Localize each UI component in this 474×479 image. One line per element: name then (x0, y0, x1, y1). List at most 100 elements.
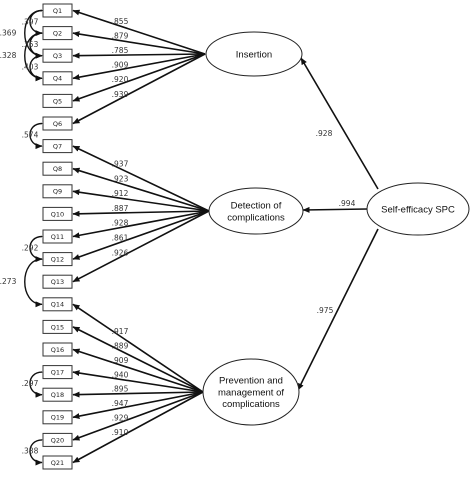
factor-detection-label-line-2: complications (227, 212, 285, 223)
loading-value-q6: .939 (112, 90, 129, 99)
loading-path-q20 (72, 391, 204, 441)
item-label-q1: Q1 (53, 7, 62, 15)
item-label-q9: Q9 (53, 188, 62, 196)
factor-prevention-label-line-1: Prevention and (219, 375, 283, 386)
item-box-q18 (42, 387, 73, 402)
item-box-q21 (42, 455, 73, 470)
loading-value-q9: .912 (112, 189, 129, 198)
covariance-layer (24, 7, 49, 466)
loading-path-q3 (72, 52, 206, 59)
item-label-q7: Q7 (53, 143, 62, 151)
item-box-q13 (42, 274, 73, 289)
covariance-value-q2-q4: .328 (0, 51, 17, 60)
item-label-q12: Q12 (51, 256, 64, 264)
covariance-value-q12-q14: .273 (0, 277, 17, 286)
loading-value-q19: .947 (112, 399, 129, 408)
covariance-value-q11-q12: .292 (22, 243, 39, 252)
loading-value-q20: .929 (112, 414, 129, 423)
loading-value-q10: .887 (112, 204, 129, 213)
item-label-q11: Q11 (51, 233, 64, 241)
loading-path-q12 (72, 210, 210, 260)
covariance-value-q1-q3: .369 (0, 29, 17, 38)
loading-value-q18: .895 (112, 385, 129, 394)
factor-detection-label-line-1: Detection of (231, 200, 282, 211)
loading-value-q7: .937 (112, 160, 129, 169)
item-box-q20 (42, 432, 73, 447)
item-box-q4 (42, 71, 73, 86)
second-order-path-detection (302, 206, 368, 213)
item-box-q17 (42, 365, 73, 380)
loading-value-q5: .920 (112, 75, 129, 84)
loading-path-q2 (72, 31, 206, 55)
covariance-q6-q7 (29, 120, 49, 150)
covariance-q12-q14 (24, 256, 49, 308)
item-box-q7 (42, 139, 73, 154)
loading-value-q4: .909 (112, 61, 129, 70)
item-label-q20: Q20 (51, 436, 64, 444)
loading-path-q1 (72, 9, 206, 55)
loading-value-q16: .909 (112, 356, 129, 365)
item-label-q4: Q4 (53, 75, 62, 83)
item-label-q16: Q16 (51, 346, 64, 354)
item-label-q15: Q15 (51, 323, 64, 331)
item-label-q6: Q6 (53, 120, 62, 128)
loading-path-q8 (72, 167, 210, 212)
item-layer: Q1Q2Q3Q4Q5Q6Q7Q8Q9Q10Q11Q12Q13Q14Q15Q16Q… (42, 3, 73, 470)
second-order-value-prevention: .975 (317, 306, 334, 315)
item-label-q17: Q17 (51, 369, 64, 377)
loading-path-q18 (72, 391, 204, 398)
loading-value-q21: .910 (112, 428, 129, 437)
item-box-q8 (42, 161, 73, 176)
item-label-q3: Q3 (53, 52, 62, 60)
loading-path-q5 (72, 53, 206, 102)
second-order-path-prevention (297, 228, 379, 391)
factor-prevention-label-line-2: management of (218, 387, 284, 398)
item-box-q5 (42, 93, 73, 108)
item-label-q19: Q19 (51, 414, 64, 422)
covariance-value-q6-q7: .574 (22, 130, 39, 139)
factor-insertion-ellipse (205, 31, 303, 77)
item-box-q16 (42, 342, 73, 357)
item-label-q13: Q13 (51, 278, 64, 286)
second-order-value-detection: .994 (339, 199, 356, 208)
covariance-value-q17-q18: .297 (22, 379, 39, 388)
second-order-factor-label-line-1: Self-efficacy SPC (381, 204, 455, 215)
covariance-q17-q18 (29, 369, 49, 398)
loading-path-q11 (72, 210, 210, 239)
loading-value-q1: .855 (112, 17, 129, 26)
covariance-q20-q21 (29, 436, 49, 466)
loading-path-q21 (72, 391, 204, 464)
loading-path-q14 (72, 303, 204, 393)
loading-path-q13 (72, 210, 210, 283)
loading-path-q17 (72, 370, 204, 393)
second-order-path-insertion (300, 57, 379, 190)
item-box-q1 (42, 3, 73, 18)
loading-value-q2: .879 (112, 32, 129, 41)
item-label-q2: Q2 (53, 30, 62, 38)
item-box-q11 (42, 229, 73, 244)
loading-path-q4 (72, 53, 206, 81)
loading-value-q14: .917 (112, 327, 129, 336)
second-order-factor-ellipse (366, 182, 470, 236)
factor-prevention-label-line-3: complications (222, 399, 280, 410)
covariance-value-q1-q2: .397 (22, 17, 39, 26)
loading-value-q3: .785 (112, 46, 129, 55)
loading-path-q9 (72, 189, 210, 212)
factor-detection-ellipse (208, 187, 304, 235)
item-label-q8: Q8 (53, 165, 62, 173)
factor-prevention-ellipse (202, 358, 300, 426)
loading-path-q10 (72, 210, 210, 217)
item-label-q21: Q21 (51, 459, 64, 467)
item-label-q18: Q18 (51, 391, 64, 399)
item-box-q2 (42, 26, 73, 41)
loading-path-q7 (72, 145, 210, 212)
loading-value-q8: .923 (112, 174, 129, 183)
loading-path-q16 (72, 348, 204, 393)
item-box-q6 (42, 116, 73, 131)
loading-value-q13: .926 (112, 248, 129, 257)
covariance-q3-q4 (29, 52, 49, 82)
covariance-value-q2-q3: .353 (22, 40, 39, 49)
covariance-value-q20-q21: .388 (22, 447, 39, 456)
